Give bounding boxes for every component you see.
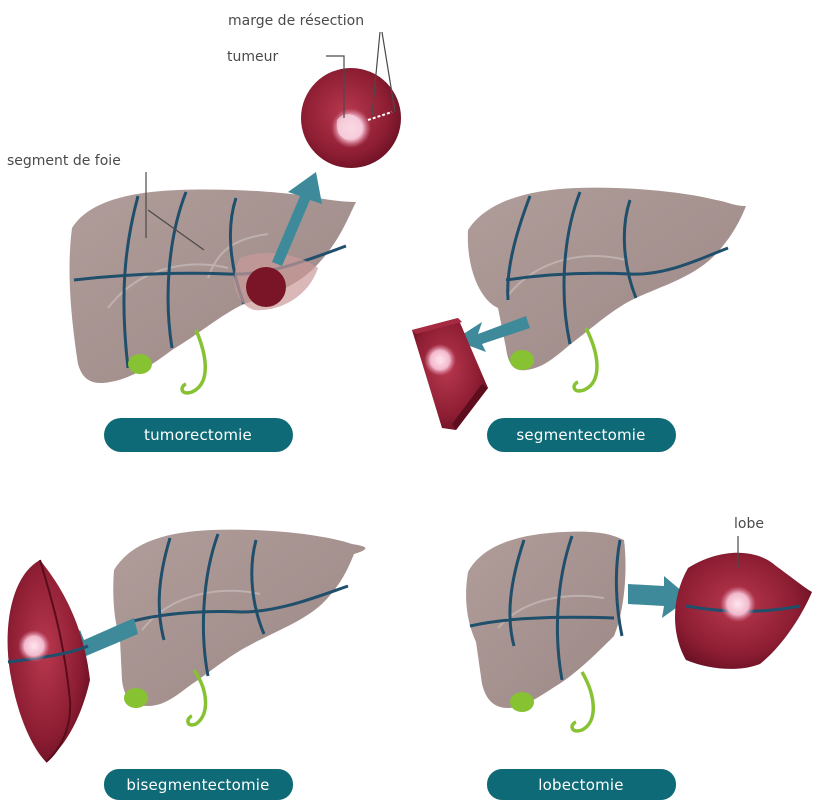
lobe-label: lobe — [734, 516, 764, 532]
procedure-label: bisegmentectomie — [126, 776, 269, 794]
panel-segmentectomie: segmentectomie — [412, 188, 746, 452]
liver-illustration — [468, 188, 746, 391]
procedure-pill-tumorectomie: tumorectomie — [104, 418, 293, 452]
liver-illustration — [466, 532, 625, 731]
procedure-pill-segmentectomie: segmentectomie — [487, 418, 676, 452]
liver-illustration — [70, 189, 356, 392]
liver-illustration — [113, 530, 365, 725]
resected-specimen — [301, 68, 401, 168]
panel-tumorectomie: marge de résection tumeur segment de foi… — [7, 13, 401, 452]
procedure-label: lobectomie — [538, 776, 623, 794]
margin-label: marge de résection — [228, 13, 364, 29]
procedure-pill-bisegmentectomie: bisegmentectomie — [104, 769, 293, 800]
panel-bisegmentectomie: bisegmentectomie — [8, 530, 366, 800]
procedure-pill-lobectomie: lobectomie — [487, 769, 676, 800]
procedure-label: tumorectomie — [144, 426, 252, 444]
panel-lobectomie: lobe lobectomie — [466, 516, 812, 800]
resected-specimen — [675, 553, 812, 669]
resected-specimen — [8, 560, 90, 762]
segment-label: segment de foie — [7, 153, 121, 169]
tumor-sphere — [246, 267, 286, 307]
procedure-label: segmentectomie — [516, 426, 645, 444]
tumor-label: tumeur — [227, 49, 278, 65]
